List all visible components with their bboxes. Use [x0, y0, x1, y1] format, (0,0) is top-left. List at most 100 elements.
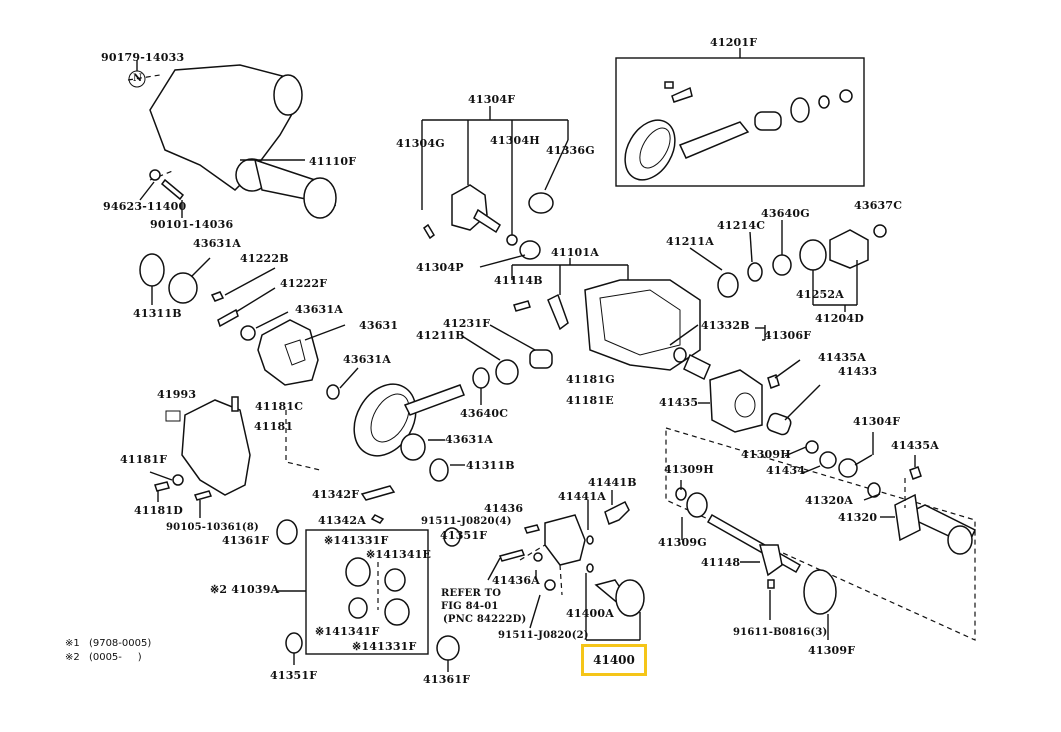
diff-gear-kit-box: [305, 529, 429, 655]
part-label-91611-B0816[interactable]: 91611-B0816(3): [733, 627, 828, 638]
part-label-41336G[interactable]: 41336G: [546, 144, 595, 157]
part-label-41204D[interactable]: 41204D: [815, 312, 865, 325]
part-label-41201F[interactable]: 41201F: [710, 36, 758, 49]
part-label-41211B[interactable]: 41211B: [416, 329, 465, 342]
part-label-41181[interactable]: 41181: [254, 420, 294, 433]
part-label-41222F[interactable]: 41222F: [280, 277, 328, 290]
part-label-43631A-4[interactable]: 43631A: [445, 433, 494, 446]
part-label-90179-14033[interactable]: 90179-14033: [101, 51, 185, 64]
part-label-41304F[interactable]: 41304F: [468, 93, 516, 106]
refer-note-line1: REFER TO: [441, 588, 502, 599]
part-label-41231F[interactable]: 41231F: [443, 317, 491, 330]
axle-flange-illustration: [803, 569, 837, 615]
companion-flange-illustration: [829, 229, 869, 269]
part-label-41309H-1[interactable]: 41309H: [741, 448, 791, 461]
legend-note-2-mark: ※2: [65, 652, 80, 663]
part-label-41331F-2[interactable]: ※141331F: [352, 640, 417, 653]
part-label-41304F-right[interactable]: 41304F: [853, 415, 901, 428]
part-label-41435A-2[interactable]: 41435A: [891, 439, 940, 452]
part-label-41320A[interactable]: 41320A: [805, 494, 854, 507]
part-label-41332B[interactable]: 41332B: [701, 319, 750, 332]
part-label-41181D[interactable]: 41181D: [134, 504, 184, 517]
bearing-illustration: [790, 97, 810, 123]
legend-note-2: ※2 (0005- ): [65, 652, 142, 663]
part-label-91511-J0820-2[interactable]: 91511-J0820(2): [498, 630, 589, 641]
part-label-91511-J0820-4[interactable]: 91511-J0820(4): [421, 516, 512, 527]
part-label-94623-11400[interactable]: 94623-11400: [103, 200, 187, 213]
dashed-group-outline: [665, 427, 976, 641]
part-label-41181F[interactable]: 41181F: [120, 453, 168, 466]
part-label-41181G[interactable]: 41181G: [566, 373, 615, 386]
part-label-41400: 41400: [593, 653, 635, 667]
part-label-41320[interactable]: 41320: [838, 511, 878, 524]
part-label-41435[interactable]: 41435: [659, 396, 699, 409]
legend-note-1: ※1 (9708-0005): [65, 638, 151, 649]
part-label-41436A[interactable]: 41436A: [492, 574, 541, 587]
part-label-41304H[interactable]: 41304H: [490, 134, 540, 147]
part-label-43631A-3[interactable]: 43631A: [343, 353, 392, 366]
part-label-41993[interactable]: 41993: [157, 388, 197, 401]
part-label-90101-14036[interactable]: 90101-14036: [150, 218, 234, 231]
part-label-90105-10361[interactable]: 90105-10361(8): [166, 522, 259, 533]
part-label-41222B[interactable]: 41222B: [240, 252, 289, 265]
legend-note-2-text: (0005- ): [88, 652, 142, 663]
legend-note-1-mark: ※1: [65, 638, 80, 649]
part-label-41341E[interactable]: ※141341E: [366, 548, 432, 561]
part-label-41436[interactable]: 41436: [484, 502, 524, 515]
oil-seal-illustration: [528, 192, 554, 214]
spacer-illustration: [754, 111, 782, 131]
part-label-41114B[interactable]: 41114B: [494, 274, 543, 287]
part-label-41441A[interactable]: 41441A: [558, 490, 607, 503]
part-label-41441B[interactable]: 41441B: [588, 476, 637, 489]
part-label-41435A-1[interactable]: 41435A: [818, 351, 867, 364]
shift-fork-illustration: [604, 500, 630, 525]
part-label-41306F[interactable]: 41306F: [764, 329, 812, 342]
shift-housing-illustration: [544, 514, 586, 566]
part-label-41181C[interactable]: 41181C: [255, 400, 304, 413]
part-label-41311B-2[interactable]: 41311B: [466, 459, 515, 472]
part-label-41211A[interactable]: 41211A: [666, 235, 715, 248]
part-label-43640C[interactable]: 43640C: [460, 407, 509, 420]
part-label-41342F[interactable]: 41342F: [312, 488, 360, 501]
part-label-41039A[interactable]: ※2 41039A: [210, 583, 280, 596]
part-label-41342A[interactable]: 41342A: [318, 514, 367, 527]
part-label-43631A-1[interactable]: 43631A: [193, 237, 242, 250]
part-label-41214C[interactable]: 41214C: [717, 219, 766, 232]
part-label-41309F[interactable]: 41309F: [808, 644, 856, 657]
part-label-43637C[interactable]: 43637C: [854, 199, 903, 212]
part-label-41351F-2[interactable]: 41351F: [440, 529, 488, 542]
part-label-41252A[interactable]: 41252A: [796, 288, 845, 301]
refer-note-line3: (PNC 84222D): [443, 614, 527, 625]
part-label-41434[interactable]: 41434: [766, 464, 806, 477]
part-label-41309H-2[interactable]: 41309H: [664, 463, 714, 476]
part-label-43631[interactable]: 43631: [359, 319, 399, 332]
part-label-41311B-1[interactable]: 41311B: [133, 307, 182, 320]
carrier-cover-illustration: [181, 399, 251, 496]
part-label-43640G[interactable]: 43640G: [761, 207, 810, 220]
part-label-41361F-1[interactable]: 41361F: [222, 534, 270, 547]
pinion-shaft-illustration: [678, 121, 750, 159]
carrier-housing-illustration: [149, 64, 301, 191]
highlighted-part-41400[interactable]: 41400: [581, 644, 647, 676]
part-label-43631A-2[interactable]: 43631A: [295, 303, 344, 316]
part-label-41361F-2[interactable]: 41361F: [423, 673, 471, 686]
part-label-41331F-1[interactable]: ※141331F: [324, 534, 389, 547]
part-label-41309G[interactable]: 41309G: [658, 536, 707, 549]
n-marker-label: N: [133, 73, 143, 84]
part-label-41148[interactable]: 41148: [701, 556, 741, 569]
legend-note-1-text: (9708-0005): [88, 638, 152, 649]
part-label-41304G[interactable]: 41304G: [396, 137, 445, 150]
part-label-41181E[interactable]: 41181E: [566, 394, 614, 407]
part-label-41304P[interactable]: 41304P: [416, 261, 464, 274]
part-label-41110F[interactable]: 41110F: [309, 155, 357, 168]
part-label-41351F-1[interactable]: 41351F: [270, 669, 318, 682]
actuator-illustration: [615, 579, 645, 617]
pinion-bearing-illustration: [717, 272, 739, 298]
part-label-41400A[interactable]: 41400A: [566, 607, 615, 620]
part-label-41101A[interactable]: 41101A: [551, 246, 600, 259]
part-label-41341F[interactable]: ※141341F: [315, 625, 380, 638]
part-label-41433[interactable]: 41433: [838, 365, 878, 378]
oil-seal-left-illustration: [139, 253, 165, 287]
